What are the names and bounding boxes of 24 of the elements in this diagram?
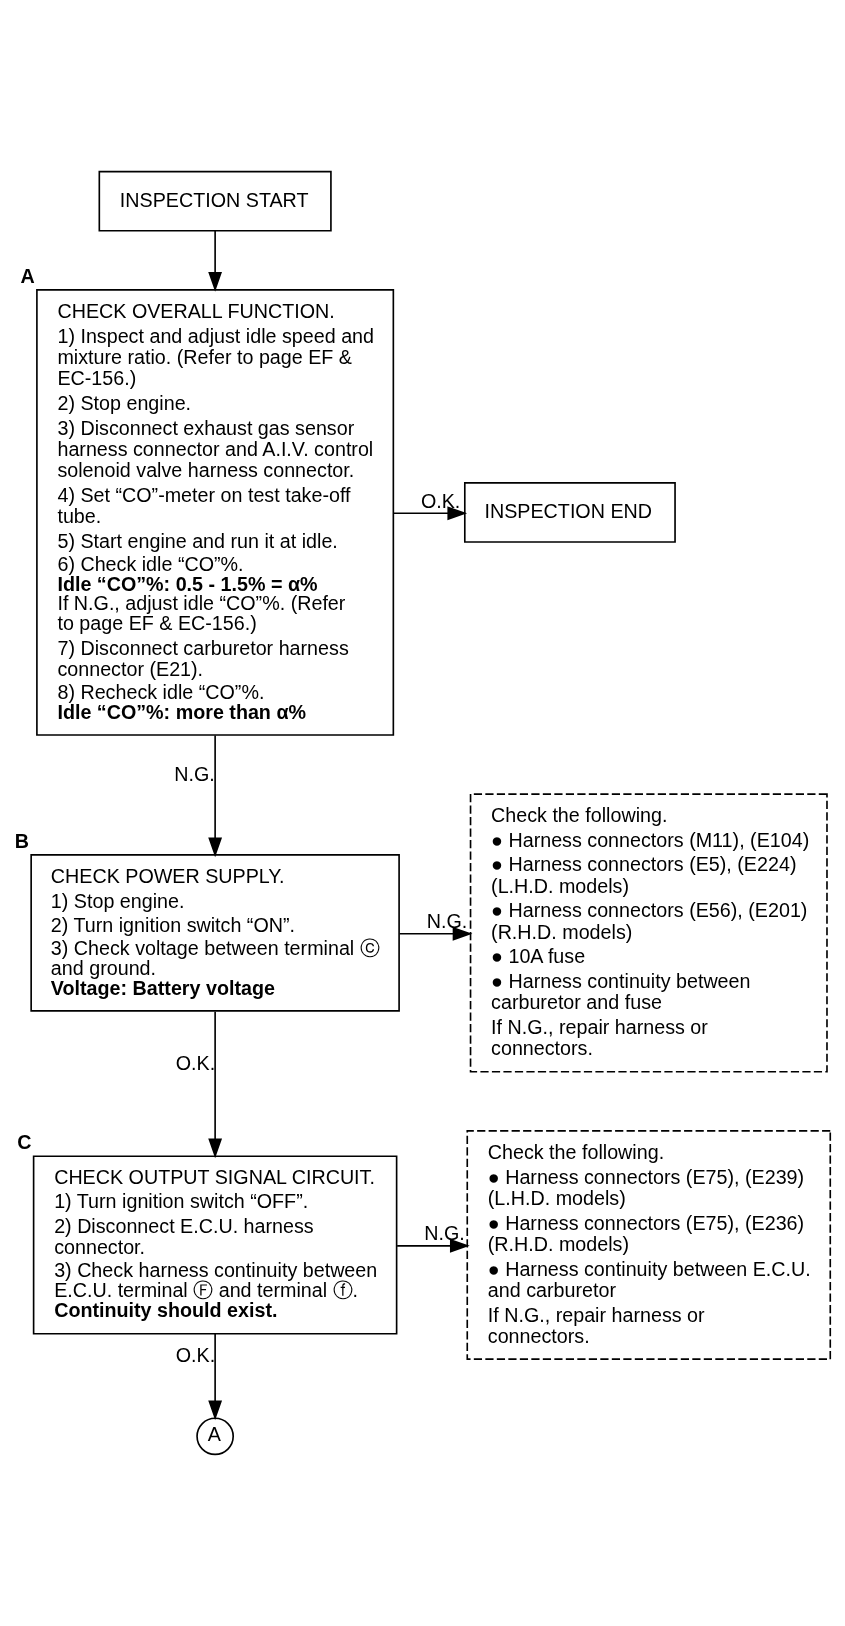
arrow bbox=[208, 734, 223, 858]
node-label: A bbox=[20, 264, 35, 287]
node-box: Check the following. ● Harness connectors (M11), (E104) ● Harness connectors (E5), (E224) (L.H.D. models) ● Harness connectors (E56), (E201) (R.H.D. models) ● 10A fuse ● Harness continuity between carburetor and fuse If N.G., repair harness or connectors. bbox=[469, 793, 828, 1073]
node-circle: A bbox=[196, 1417, 234, 1456]
arrow bbox=[208, 230, 223, 292]
arrow bbox=[396, 1238, 470, 1253]
node-box: CHECK POWER SUPPLY. 1) Stop engine. 2) Turn ignition switch “ON”. 3) Check voltage between terminal ⓒ and ground. Voltage: Battery voltage bbox=[30, 854, 400, 1012]
edge-label: N.G. bbox=[426, 910, 468, 933]
node-label: B bbox=[14, 829, 29, 852]
edge-label: N.G. bbox=[174, 763, 215, 786]
arrow bbox=[392, 506, 468, 521]
node-box: INSPECTION START bbox=[98, 170, 332, 232]
arrow bbox=[398, 926, 473, 941]
node-box: CHECK OVERALL FUNCTION. 1) Inspect and adjust idle speed and mixture ratio. (Refer to page EF & EC-156.) 2) Stop engine. 3) Disconnect exhaust gas sensor harness connector and A.I.V. control solenoid valve harness connector. 4) Set “CO”-meter on test take-off tube. 5) Start engine and run it at idle. 6) Check idle “CO”%. Idle “CO”%: 0.5 - 1.5% = α% If N.G., adjust idle “CO”%. (Refer to page EF & EC-156.) 7) Disconnect carburetor harness connector (E21). 8) Recheck idle “CO”%. Idle “CO”%: more than α% bbox=[36, 289, 395, 736]
node-box: INSPECTION END bbox=[464, 482, 676, 543]
arrow bbox=[208, 1333, 223, 1421]
node-box: CHECK OUTPUT SIGNAL CIRCUIT. 1) Turn ignition switch “OFF”. 2) Disconnect E.C.U. harness connector. 3) Check harness continuity between E.C.U. terminal Ⓕ and terminal ⓕ. Continuity should exist. bbox=[32, 1155, 398, 1335]
edge-label: O.K. bbox=[175, 1051, 216, 1074]
arrow bbox=[208, 1010, 223, 1159]
edge-label: O.K. bbox=[420, 489, 461, 512]
edge-label: N.G. bbox=[424, 1222, 465, 1245]
node-box: Check the following. ● Harness connectors (E75), (E239) (L.H.D. models) ● Harness connectors (E75), (E236) (R.H.D. models) ● Harness continuity between E.C.U. and carburetor If N.G., repair harness or connectors. bbox=[466, 1130, 832, 1360]
node-label: C bbox=[17, 1131, 32, 1154]
edge-label: O.K. bbox=[175, 1344, 216, 1367]
